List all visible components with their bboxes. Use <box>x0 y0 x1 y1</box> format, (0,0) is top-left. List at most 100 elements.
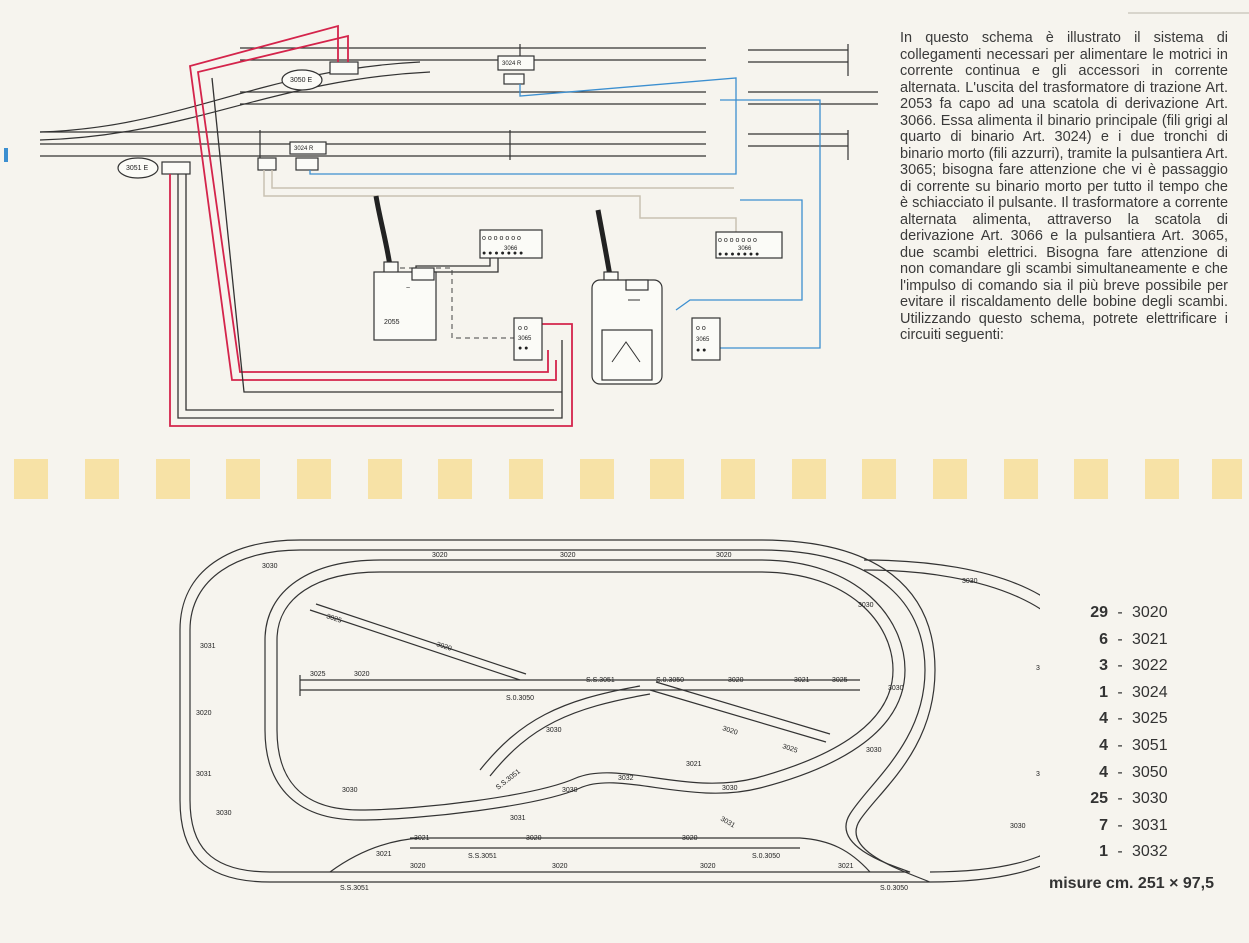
svg-text:2055: 2055 <box>384 319 400 326</box>
switch-motor-3051: 3051 E <box>117 157 191 179</box>
svg-text:3020: 3020 <box>560 552 576 559</box>
svg-text:● ● ● ● ● ● ●: ● ● ● ● ● ● ● <box>482 250 523 257</box>
stripe-block <box>1004 459 1038 499</box>
svg-text:3066: 3066 <box>738 246 752 252</box>
svg-text:3020: 3020 <box>354 671 370 678</box>
svg-text:3020: 3020 <box>700 863 716 870</box>
parts-row: 4 - 3051 <box>1060 733 1230 760</box>
svg-text:3020: 3020 <box>526 835 542 842</box>
svg-text:3020: 3020 <box>432 552 448 559</box>
parts-row: 4 - 3025 <box>1060 706 1230 733</box>
parts-row: 1 - 3032 <box>1060 839 1230 866</box>
stripe-block <box>368 459 402 499</box>
parts-row: 25 - 3030 <box>1060 786 1230 813</box>
svg-text:3025: 3025 <box>832 677 848 684</box>
part-quantity: 6 <box>1099 630 1108 648</box>
svg-text:3030: 3030 <box>722 785 738 792</box>
part-code: 3030 <box>1132 790 1168 808</box>
switch-motor-3050: 3050 E <box>281 61 359 91</box>
stripe-block <box>1145 459 1179 499</box>
svg-text:3021: 3021 <box>794 677 810 684</box>
svg-text:● ●: ● ● <box>518 345 528 352</box>
svg-text:3032: 3032 <box>618 775 634 782</box>
svg-text:S.0.3050: S.0.3050 <box>880 885 908 892</box>
part-quantity: 25 <box>1090 790 1108 808</box>
red-wires <box>169 24 573 427</box>
part-quantity: 1 <box>1099 843 1108 861</box>
svg-text:3031: 3031 <box>196 771 212 778</box>
svg-text:3030: 3030 <box>342 787 358 794</box>
svg-text:3021: 3021 <box>376 851 392 858</box>
svg-text:3031: 3031 <box>510 815 526 822</box>
button-panel-3065-left: o o 3065 ● ● <box>513 317 543 361</box>
connection-box-3066-right: o o o o o o o 3066 ● ● ● ● ● ● ● <box>715 231 783 259</box>
part-code: 3050 <box>1132 763 1168 781</box>
svg-text:3030: 3030 <box>262 563 278 570</box>
layout-labels: 3020 3020 3020 3030 3030 3030 3031 3020 … <box>196 552 1040 892</box>
svg-text:3030: 3030 <box>962 578 978 585</box>
transformer-2055: ~ 2055 <box>373 195 437 341</box>
part-code: 3025 <box>1132 710 1168 728</box>
svg-text:● ● ● ● ● ● ●: ● ● ● ● ● ● ● <box>718 251 759 258</box>
part-code: 3032 <box>1132 843 1168 861</box>
svg-text:3025: 3025 <box>781 743 798 755</box>
stripe-block <box>792 459 826 499</box>
outer-right-loop <box>863 559 1040 883</box>
stripe-block <box>14 459 48 499</box>
stripe-block <box>721 459 755 499</box>
svg-text:S.0.3050: S.0.3050 <box>506 695 534 702</box>
svg-text:3024 R: 3024 R <box>502 61 522 67</box>
svg-text:3024 R: 3024 R <box>294 146 314 152</box>
svg-text:o o: o o <box>518 325 528 332</box>
track-3024-lower: 3024 R <box>257 141 327 171</box>
parts-row: 4 - 3050 <box>1060 760 1230 787</box>
svg-text:3051 E: 3051 E <box>126 165 149 172</box>
siding-stubs <box>748 44 878 160</box>
stripe-block <box>156 459 190 499</box>
parts-list: 29 - 3020 6 - 3021 3 - 3022 1 - 3024 4 -… <box>1060 600 1230 866</box>
svg-text:3030: 3030 <box>546 727 562 734</box>
svg-text:S.0.3050: S.0.3050 <box>752 853 780 860</box>
track-3024-upper: 3024 R <box>497 55 535 85</box>
dashed-wire <box>400 267 514 339</box>
svg-text:3020: 3020 <box>728 677 744 684</box>
part-quantity: 4 <box>1099 710 1108 728</box>
part-quantity: 7 <box>1099 816 1108 834</box>
svg-text:3030: 3030 <box>562 787 578 794</box>
connection-box-3066-left: o o o o o o o 3066 ● ● ● ● ● ● ● <box>479 229 543 259</box>
part-code: 3020 <box>1132 604 1168 621</box>
svg-text:3020: 3020 <box>721 725 738 737</box>
svg-text:o o: o o <box>696 325 706 332</box>
part-quantity: 1 <box>1099 683 1108 701</box>
decorative-stripe <box>0 459 1249 499</box>
part-code: 3022 <box>1132 657 1168 675</box>
svg-text:S.S.3051: S.S.3051 <box>340 885 369 892</box>
stripe-block <box>933 459 967 499</box>
gray-wires <box>263 170 737 234</box>
svg-text:3066: 3066 <box>504 246 518 252</box>
svg-text:o o o o o o o: o o o o o o o <box>482 235 521 242</box>
svg-text:3020: 3020 <box>552 863 568 870</box>
svg-text:● ●: ● ● <box>696 347 706 354</box>
stripe-block <box>297 459 331 499</box>
stripe-block <box>1074 459 1108 499</box>
part-code: 3051 <box>1132 736 1168 754</box>
svg-text:3030: 3030 <box>858 602 874 609</box>
wiring-diagram: 3050 E 3051 E 3024 R 3024 R <box>39 24 878 427</box>
svg-text:3065: 3065 <box>696 337 710 343</box>
middle-track <box>299 675 860 696</box>
part-quantity: 29 <box>1090 604 1108 621</box>
svg-text:3020: 3020 <box>435 641 452 653</box>
diverging-track <box>39 61 706 141</box>
svg-text:3020: 3020 <box>716 552 732 559</box>
main-track-lower <box>40 130 706 160</box>
parts-row: 29 - 3020 <box>1060 600 1230 627</box>
svg-text:3050 E: 3050 E <box>290 77 313 84</box>
transformer-ac <box>591 209 663 385</box>
svg-text:3031: 3031 <box>200 643 216 650</box>
svg-text:3030: 3030 <box>866 747 882 754</box>
svg-text:3030: 3030 <box>216 810 232 817</box>
svg-text:3031: 3031 <box>719 816 736 830</box>
stripe-block <box>438 459 472 499</box>
description-text: In questo schema è illustrato il sistema… <box>900 30 1229 343</box>
